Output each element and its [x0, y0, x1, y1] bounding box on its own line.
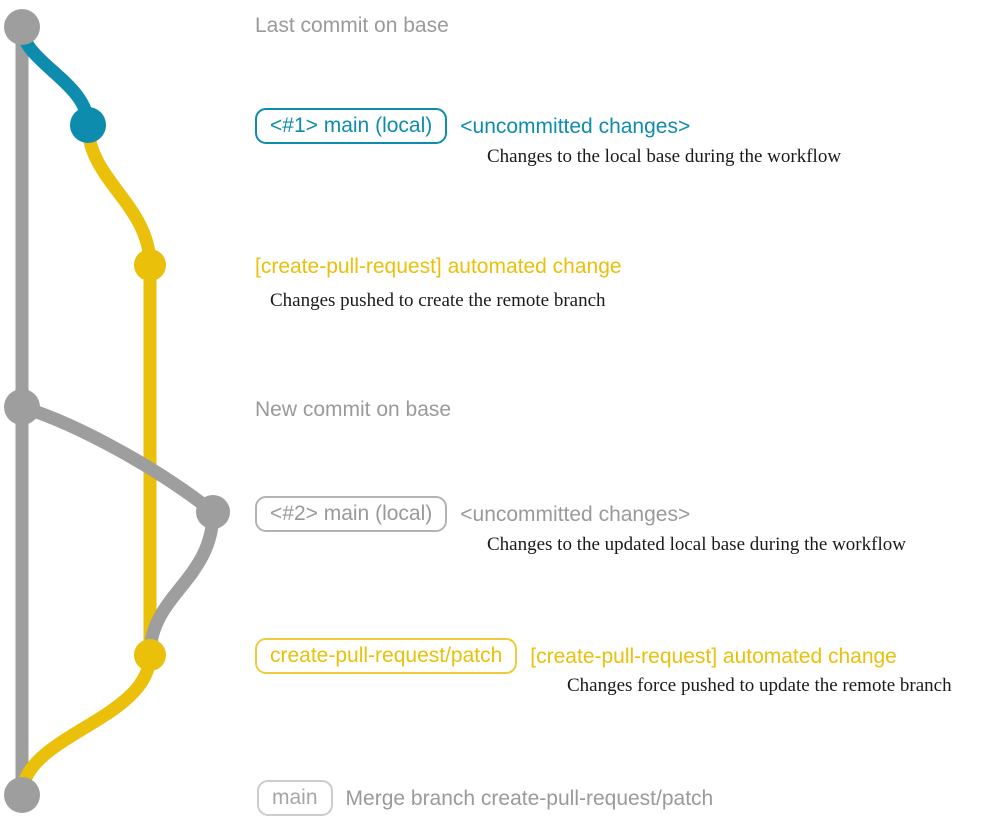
commit-subject-new-commit-on-base: New commit on base — [255, 398, 452, 421]
branch-pill-local-main-1[interactable]: <#1> main (local) — [255, 108, 448, 144]
branch-pill-create-pull-request-patch[interactable]: create-pull-request/patch — [255, 638, 518, 674]
commit-subject-merge-commit-main: Merge branch create-pull-request/patch — [345, 786, 714, 810]
branch-pill-main[interactable]: main — [257, 780, 333, 816]
node-new-commit-on-base[interactable] — [4, 389, 40, 425]
commit-subject-local-main-1: <uncommitted changes> — [460, 114, 691, 138]
node-automated-change-2[interactable] — [134, 639, 166, 671]
edge-automated-2-to-merge — [15, 648, 157, 802]
edge-base-to-local-main-2 — [15, 400, 220, 519]
commit-subject-last-commit-on-base: Last commit on base — [255, 14, 449, 37]
commit-subject-local-main-2: <uncommitted changes> — [460, 502, 691, 526]
commit-row-automated-change-2: create-pull-request/patch [create-pull-r… — [255, 638, 897, 674]
commit-row-local-main-2: <#2> main (local) <uncommitted changes> — [255, 496, 690, 532]
node-merge-commit-main[interactable] — [4, 777, 40, 813]
commit-description-automated-change-2: Changes force pushed to update the remot… — [567, 675, 952, 696]
commit-row-local-main-1: <#1> main (local) <uncommitted changes> — [255, 108, 690, 144]
branch-pill-local-main-2[interactable]: <#2> main (local) — [255, 496, 448, 532]
commit-row-merge-commit-main: main Merge branch create-pull-request/pa… — [257, 780, 713, 816]
node-local-main-2[interactable] — [196, 495, 230, 529]
node-automated-change-1[interactable] — [134, 249, 166, 281]
commit-description-local-main-1: Changes to the local base during the wor… — [487, 146, 842, 167]
commit-subject-automated-change-1: [create-pull-request] automated change — [255, 255, 622, 278]
edge-local-main-1-to-automated-1 — [81, 118, 157, 272]
commit-description-local-main-2: Changes to the updated local base during… — [487, 534, 906, 555]
commit-subject-automated-change-2: [create-pull-request] automated change — [530, 644, 897, 668]
commit-description-automated-change-1: Changes pushed to create the remote bran… — [270, 290, 606, 311]
node-local-main-1[interactable] — [70, 107, 106, 143]
node-last-commit-on-base[interactable] — [4, 9, 40, 45]
edge-local-main-2-to-automated-2 — [143, 505, 220, 662]
